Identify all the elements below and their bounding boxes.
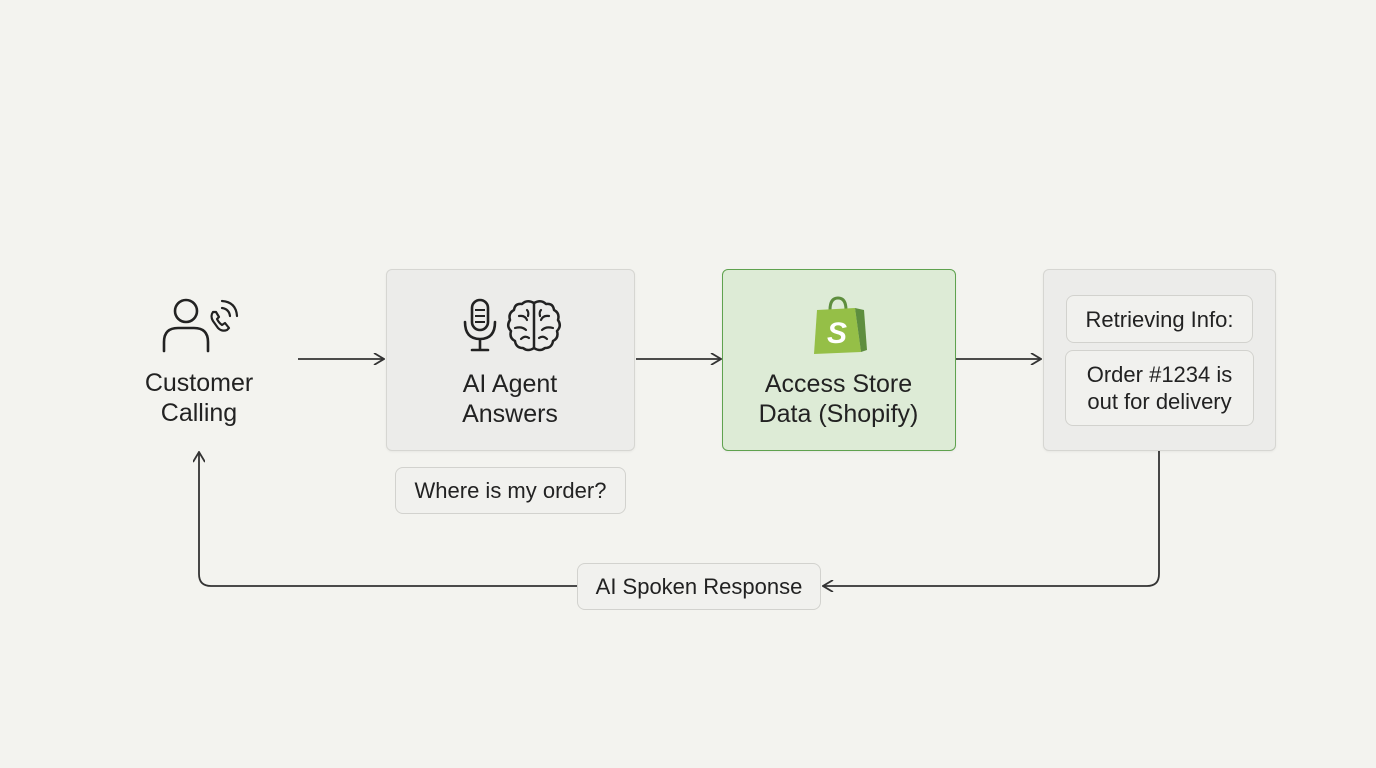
customer-label-line1: Customer [144, 369, 254, 397]
retrieving-info-box: Retrieving Info: Order #1234 is out for … [1043, 269, 1276, 451]
retrieving-info-title: Retrieving Info: [1066, 295, 1253, 343]
microphone-icon [463, 298, 497, 352]
shopify-store-label-line2: Data (Shopify) [758, 400, 919, 428]
ai-agent-label-line1: AI Agent [462, 370, 558, 398]
order-status-line1: Order #1234 is [1086, 362, 1233, 387]
order-status-line2: out for delivery [1087, 389, 1232, 414]
customer-label-line2: Calling [160, 399, 238, 427]
ai-agent-label-line2: Answers [462, 400, 558, 428]
order-status-card: Order #1234 is out for delivery [1065, 350, 1254, 426]
shopify-store-box: S Access Store Data (Shopify) [722, 269, 956, 451]
shopify-store-label: Access Store Data (Shopify) [723, 369, 954, 429]
arrow-info-to-response [823, 451, 1160, 586]
arrow-response-to-customer [199, 452, 578, 587]
ai-agent-label: AI Agent Answers [387, 369, 633, 429]
spoken-response-callout: AI Spoken Response [577, 563, 821, 610]
brain-icon [507, 300, 561, 352]
question-callout: Where is my order? [395, 467, 626, 514]
shopify-bag-icon: S [814, 296, 867, 354]
ai-agent-box: AI Agent Answers [386, 269, 635, 451]
user-phone-icon [162, 298, 239, 353]
customer-label: Customer Calling [118, 368, 280, 428]
svg-text:S: S [827, 317, 847, 350]
shopify-store-label-line1: Access Store [764, 370, 913, 398]
